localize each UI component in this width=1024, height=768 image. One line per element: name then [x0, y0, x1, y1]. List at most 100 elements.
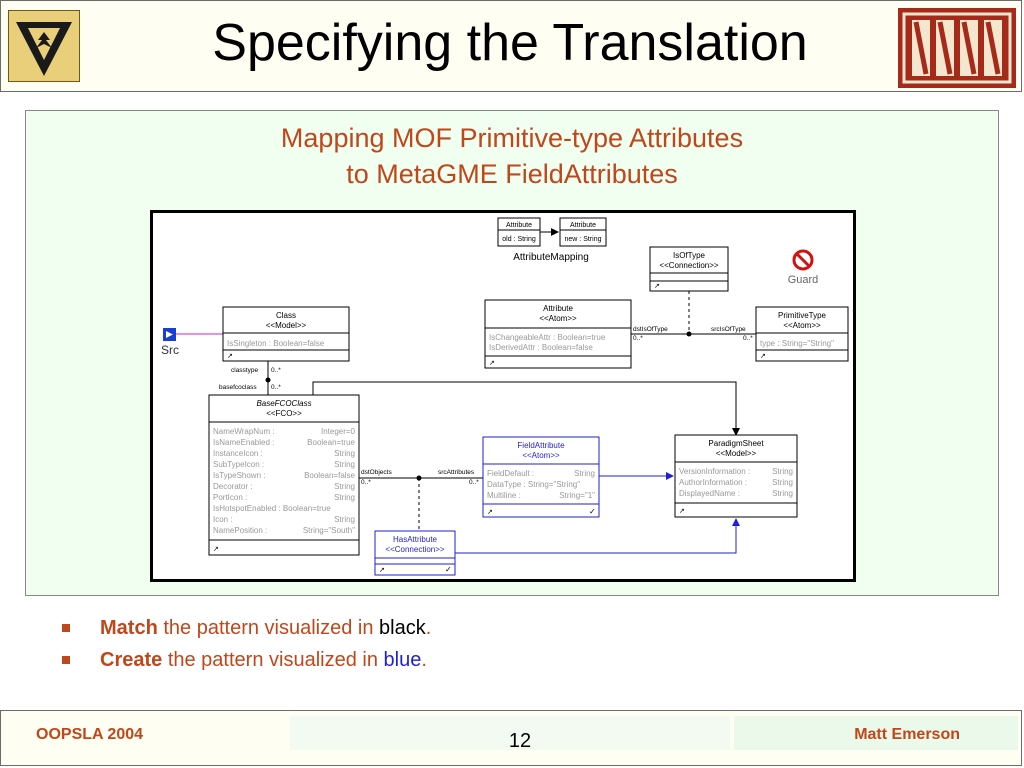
bfc-attr-4-v: Boolean=false	[304, 471, 355, 480]
mapping-new-attr: new : String	[565, 236, 602, 243]
bfc-attr-9-k: NamePosition :	[213, 526, 267, 535]
ps-attr-1-k: AuthorInformation :	[679, 478, 747, 487]
fa-attr-0-v: String	[574, 469, 595, 478]
svg-text:↗: ↗	[654, 283, 660, 290]
ps-attr-2-k: DisplayedName :	[679, 489, 740, 498]
basefcoclass-box: BaseFCOClass <<FCO>> NameWrapNum : Integ…	[208, 394, 360, 556]
bfc-attr-2-v: String	[334, 449, 355, 458]
vanderbilt-logo	[7, 9, 81, 83]
class-name: Class	[276, 311, 296, 320]
bullet-list: Match the pattern visualized in black . …	[62, 612, 431, 676]
bfc-attr-8-k: Icon :	[213, 515, 233, 524]
bfc-attr-0-k: NameWrapNum :	[213, 427, 275, 436]
isoftype-box: IsOfType <<Connection>> ↗	[649, 246, 729, 292]
fa-attr-1-k: DataType : String="String"	[487, 480, 580, 489]
isoftype-name: IsOfType	[673, 251, 706, 260]
mult-srcisoftype: 0..*	[743, 335, 753, 342]
guard-label: Guard	[788, 274, 819, 286]
footer-author: Matt Emerson	[854, 726, 960, 743]
subtitle-line-2: to MetaGME FieldAttributes	[346, 159, 678, 189]
attribute-box: Attribute <<Atom>> IsChangeableAttr : Bo…	[484, 299, 632, 369]
bullet-keyword: Create	[100, 649, 163, 671]
fieldattribute-stereo: <<Atom>>	[522, 451, 560, 460]
bfc-attr-0-v: Integer=0	[321, 427, 356, 436]
svg-text:✓: ✓	[589, 507, 596, 516]
class-attr: IsSingleton : Boolean=false	[227, 339, 325, 348]
bfc-attr-5-v: String	[334, 482, 355, 491]
mapping-old-attr: old : String	[502, 236, 536, 243]
hasattribute-stereo: <<Connection>>	[385, 545, 444, 554]
svg-text:↗: ↗	[760, 353, 766, 360]
role-dstisoftype: dstIsOfType	[633, 326, 668, 333]
paradigmsheet-name: ParadigmSheet	[708, 439, 764, 448]
class-box: Class <<Model>> IsSingleton : Boolean=fa…	[222, 306, 350, 362]
mult-classtype: 0..*	[271, 367, 281, 374]
bfc-attr-1-v: Boolean=true	[307, 438, 355, 447]
attribute-attr-1: IsChangeableAttr : Boolean=true	[489, 333, 606, 342]
mult-dstobjects: 0..*	[361, 479, 371, 486]
bfc-attr-9-v: String="South"	[303, 526, 355, 535]
bullet-end: .	[425, 617, 432, 639]
bfc-attr-3-v: String	[334, 460, 355, 469]
mapping-label: AttributeMapping	[513, 252, 589, 263]
mapping-old-name: Attribute	[506, 222, 532, 229]
ps-attr-1-v: String	[772, 478, 793, 487]
bullet-square-icon	[62, 656, 70, 664]
attribute-attr-2: IsDerivedAttr : Boolean=false	[489, 343, 593, 352]
attribute-name: Attribute	[543, 304, 573, 313]
bullet-color-word: black	[379, 617, 426, 639]
hasattribute-name: HasAttribute	[393, 535, 438, 544]
svg-text:↗: ↗	[489, 360, 495, 367]
ps-attr-0-k: VersionInformation :	[679, 467, 750, 476]
src-label: Src	[161, 343, 179, 357]
subtitle-line-1: Mapping MOF Primitive-type Attributes	[280, 123, 744, 153]
basefcoclass-stereo: <<FCO>>	[266, 409, 302, 418]
bullet-square-icon	[62, 624, 70, 632]
bullet-item-match: Match the pattern visualized in black .	[62, 612, 431, 644]
fa-attr-0-k: FieldDefault :	[487, 469, 534, 478]
svg-text:↗: ↗	[679, 508, 685, 515]
paradigmsheet-stereo: <<Model>>	[716, 449, 757, 458]
bfc-attr-8-v: String	[334, 515, 355, 524]
primitivetype-attr: type : String="String"	[760, 339, 834, 348]
bullet-text: the pattern visualized in	[162, 649, 384, 671]
page-title: Specifying the Translation	[212, 14, 808, 72]
bfc-attr-6-v: String	[334, 493, 355, 502]
svg-text:✓: ✓	[445, 565, 452, 574]
bfc-attr-7-k: IsHotspotEnabled : Boolean=true	[213, 504, 331, 513]
footer-stripe-right	[734, 716, 1018, 750]
fa-attr-2-k: Multiline :	[487, 491, 521, 500]
ps-attr-2-v: String	[772, 489, 793, 498]
bullet-text: the pattern visualized in	[157, 617, 380, 639]
bfc-attr-6-k: PortIcon :	[213, 493, 247, 502]
class-stereo: <<Model>>	[266, 321, 307, 330]
isoftype-stereo: <<Connection>>	[659, 261, 718, 270]
primitivetype-stereo: <<Atom>>	[783, 321, 821, 330]
slide-subtitle: Mapping MOF Primitive-type Attributes to…	[25, 120, 999, 192]
fieldattribute-name: FieldAttribute	[517, 441, 565, 450]
page-number: 12	[508, 730, 532, 752]
bullet-keyword: Match	[100, 617, 158, 639]
slide-header	[0, 0, 1022, 92]
paradigmsheet-box: ParadigmSheet <<Model>> VersionInformati…	[674, 434, 798, 518]
bfc-attr-4-k: IsTypeShown :	[213, 471, 265, 480]
attribute-mapping: Attribute old : String Attribute new : S…	[497, 217, 607, 263]
fa-attr-2-v: String="1"	[559, 491, 595, 500]
svg-text:↗: ↗	[379, 567, 385, 574]
svg-text:↗: ↗	[227, 353, 233, 360]
bfc-attr-3-k: SubTypeIcon :	[213, 460, 264, 469]
bfc-attr-2-k: InstanceIcon :	[213, 449, 263, 458]
attribute-stereo: <<Atom>>	[539, 314, 577, 323]
mult-basefcoclass: 0..*	[271, 384, 281, 391]
bfc-attr-1-k: IsNameEnabled :	[213, 438, 274, 447]
ps-attr-0-v: String	[772, 467, 793, 476]
src-marker: Src	[161, 328, 179, 357]
bullet-item-create: Create the pattern visualized in blue .	[62, 644, 431, 676]
footer-conference: OOPSLA 2004	[36, 726, 144, 743]
fieldattribute-box: FieldAttribute <<Atom>> FieldDefault : S…	[482, 436, 600, 518]
svg-text:↗: ↗	[487, 509, 493, 516]
role-basefcoclass: basefcoclass	[219, 384, 257, 391]
bfc-attr-5-k: Decorator :	[213, 482, 253, 491]
role-srcattributes: srcAttributes	[438, 469, 475, 476]
role-srcisoftype: srcIsOfType	[711, 326, 746, 333]
